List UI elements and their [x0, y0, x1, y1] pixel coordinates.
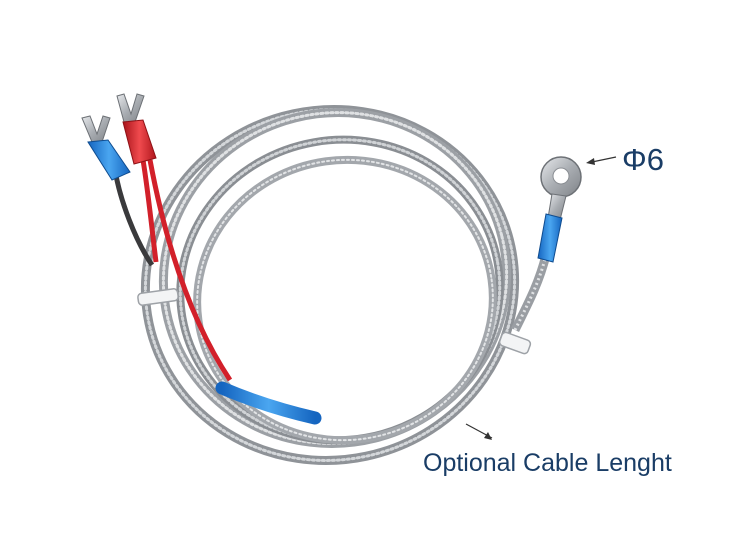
red-lead-wire	[140, 159, 159, 263]
black-lead-wire	[112, 169, 155, 267]
diameter-arrow	[586, 156, 617, 165]
cable-coil	[140, 105, 520, 465]
cable-length-arrow	[465, 423, 493, 440]
blue-heatshrink-sleeve	[215, 381, 322, 425]
red-wire-inner	[147, 159, 233, 382]
cable-length-callout: Optional Cable Lenght	[423, 449, 672, 477]
diameter-callout: Φ6	[622, 142, 664, 177]
cable-tail	[510, 253, 551, 333]
blue-spade-terminal	[81, 115, 131, 181]
red-spade-terminal	[116, 93, 157, 165]
cable-tie	[137, 288, 179, 306]
ring-terminal	[537, 156, 582, 263]
cable-tie	[498, 331, 532, 355]
